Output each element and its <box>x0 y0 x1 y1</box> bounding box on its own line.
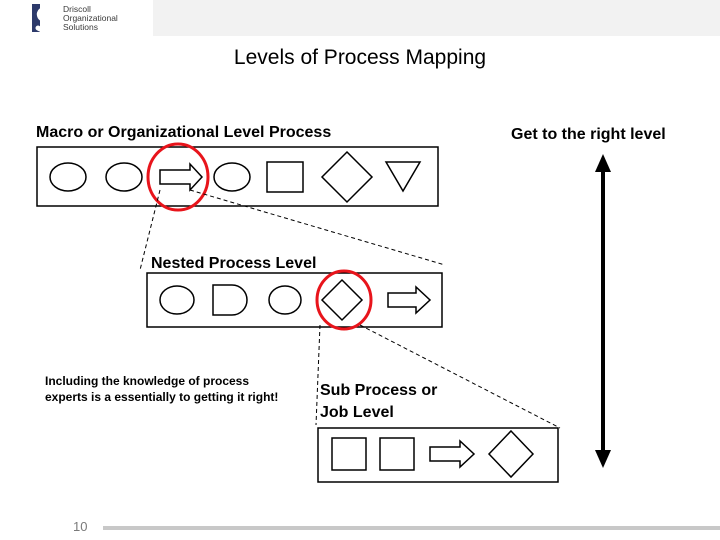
logo-text-line-1: Driscoll <box>63 4 91 14</box>
nested-delay-shape <box>212 284 248 316</box>
connector-left-2 <box>315 324 321 426</box>
sub-process-label-line-1: Sub Process or <box>320 382 438 399</box>
logo: Driscoll Organizational Solutions <box>0 0 153 36</box>
nested-diamond <box>320 278 364 322</box>
macro-square <box>266 161 304 193</box>
macro-circle-1 <box>49 162 87 192</box>
logo-text-line-3: Solutions <box>63 22 98 32</box>
right-level-label: Get to the right level <box>511 126 666 143</box>
logo-mark-icon <box>32 4 40 32</box>
sub-diamond <box>487 429 535 479</box>
macro-diamond <box>320 150 374 204</box>
nested-highlight-circle <box>315 269 373 331</box>
nested-level-label: Nested Process Level <box>151 255 317 272</box>
logo-text-line-2: Organizational <box>63 13 118 23</box>
nested-arrow-icon <box>387 285 432 315</box>
right-level-arrow-bottom-icon <box>595 450 611 468</box>
nested-circle-2 <box>268 285 302 315</box>
sub-square-1 <box>331 437 367 471</box>
macro-level-label: Macro or Organizational Level Process <box>36 124 332 141</box>
connector-right-2 <box>359 324 561 429</box>
macro-arrow-icon <box>159 162 204 192</box>
nested-circle-1 <box>159 285 195 315</box>
page-title: Levels of Process Mapping <box>233 46 487 69</box>
macro-highlight-circle <box>146 142 210 212</box>
right-level-arrow-top-icon <box>595 154 611 172</box>
macro-circle-2 <box>105 162 143 192</box>
connector-right-1 <box>189 189 446 266</box>
sub-process-label-line-2: Job Level <box>320 404 394 421</box>
macro-triangle <box>384 161 422 193</box>
knowledge-note: Including the knowledge of process exper… <box>45 374 279 404</box>
sub-square-2 <box>379 437 415 471</box>
macro-circle-3 <box>213 162 251 192</box>
footer-rule <box>103 526 720 530</box>
sub-arrow-icon <box>429 439 476 469</box>
page-number: 10 <box>73 519 88 534</box>
